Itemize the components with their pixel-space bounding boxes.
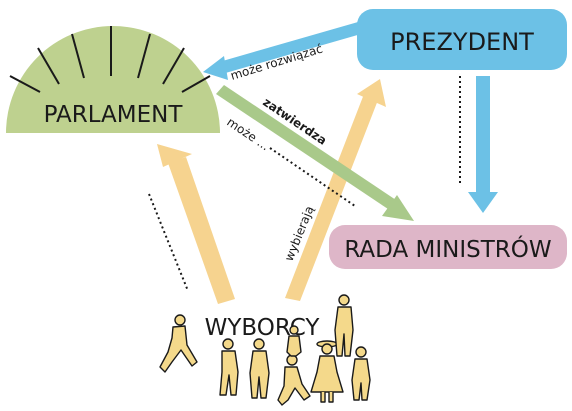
voter-figure-walking	[219, 338, 239, 396]
arrow-prezydent-parlament-shaft	[219, 22, 361, 74]
voter-figure-woman-hat	[310, 340, 344, 403]
dotted-line-wyborcy-parlament	[148, 193, 189, 292]
voters-figures-icon	[159, 294, 371, 406]
prezydent-box	[357, 9, 567, 70]
parlament-label: PARLAMENT	[44, 102, 184, 128]
node-parlament: PARLAMENT	[6, 26, 220, 134]
voter-figure-running-left	[159, 314, 198, 373]
arrow-wyborcy-to-parlament	[157, 144, 235, 304]
arrow-wyborcy-parlament-head	[157, 144, 192, 167]
arrow-prezydent-rada-shaft	[476, 76, 490, 194]
arrow-prezydent-parlament-head	[203, 56, 228, 80]
arrow-wyborcy-prezydent-head	[357, 79, 386, 107]
arrow-prezydent-to-parlament	[203, 22, 361, 80]
voter-figure-tall	[334, 294, 354, 357]
arrow-parlament-rada-shaft	[216, 85, 396, 209]
parlament-shape	[6, 26, 220, 134]
arrow-wyborcy-to-prezydent	[285, 79, 386, 301]
parlament-seat-lines-icon	[9, 26, 211, 93]
arrow-parlament-to-rada	[216, 85, 414, 221]
voter-figure-standing	[249, 338, 270, 399]
dotted-line-parlament-rada	[269, 147, 356, 207]
voter-figure-back	[286, 325, 302, 357]
voter-figure-crouching	[277, 354, 311, 406]
arrow-parlament-rada-head	[382, 195, 414, 221]
arrow-prezydent-to-rada	[468, 76, 498, 213]
voter-figure-right	[351, 346, 371, 401]
wyborcy-label: WYBORCY	[205, 315, 321, 341]
rada-ministrow-label: RADA MINISTRÓW	[344, 235, 551, 263]
arrow-prezydent-rada-head	[468, 192, 498, 213]
rada-ministrow-box	[329, 225, 567, 269]
arrow-wyborcy-parlament-shaft	[168, 157, 235, 304]
arrow-wyborcy-prezydent-shaft	[285, 94, 378, 301]
node-wyborcy: WYBORCY	[159, 294, 371, 406]
prezydent-label: PREZYDENT	[390, 28, 534, 56]
node-prezydent: PREZYDENT	[357, 9, 567, 70]
node-rada-ministrow: RADA MINISTRÓW	[329, 225, 567, 269]
